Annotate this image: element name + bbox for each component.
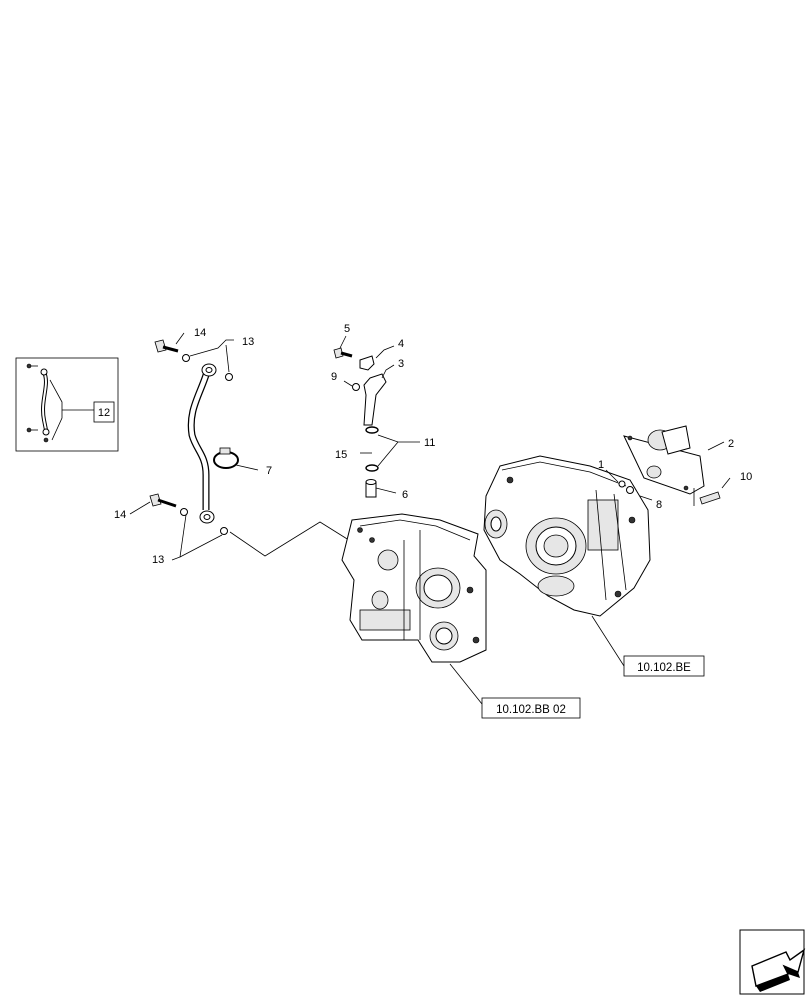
inset-hose-detail: 12 <box>15 357 119 452</box>
callout-12: 12 <box>98 407 110 419</box>
ref-housing-right[interactable]: 10.102.BE <box>637 662 691 674</box>
callout-labels: 14 13 5 4 3 9 11 15 6 7 14 13 2 1 10 8 <box>114 323 752 566</box>
callout-13a: 13 <box>242 336 254 348</box>
cover-plate-group <box>605 425 731 506</box>
timing-cover: 10.102.BB 02 <box>341 513 581 719</box>
bracket-pipe-group <box>333 335 420 498</box>
callout-1: 1 <box>598 459 604 471</box>
callout-7: 7 <box>266 465 272 477</box>
callout-14b: 14 <box>114 509 126 521</box>
callout-4: 4 <box>398 338 404 350</box>
callout-3: 3 <box>398 358 404 370</box>
callout-6: 6 <box>402 489 408 501</box>
callout-5: 5 <box>344 323 350 335</box>
arrow-next-page-icon[interactable] <box>739 929 806 995</box>
flywheel-housing: 10.102.BE <box>483 455 705 677</box>
callout-8: 8 <box>656 499 662 511</box>
callout-13b: 13 <box>152 554 164 566</box>
callout-14a: 14 <box>194 327 206 339</box>
oil-hose-assembly <box>129 332 353 561</box>
callout-9: 9 <box>331 371 337 383</box>
callout-10: 10 <box>740 471 752 483</box>
callout-12-box <box>93 401 115 423</box>
callout-15: 15 <box>335 449 347 461</box>
callout-11: 11 <box>424 437 435 449</box>
callout-2: 2 <box>728 438 734 450</box>
ref-cover-center[interactable]: 10.102.BB 02 <box>496 704 566 716</box>
